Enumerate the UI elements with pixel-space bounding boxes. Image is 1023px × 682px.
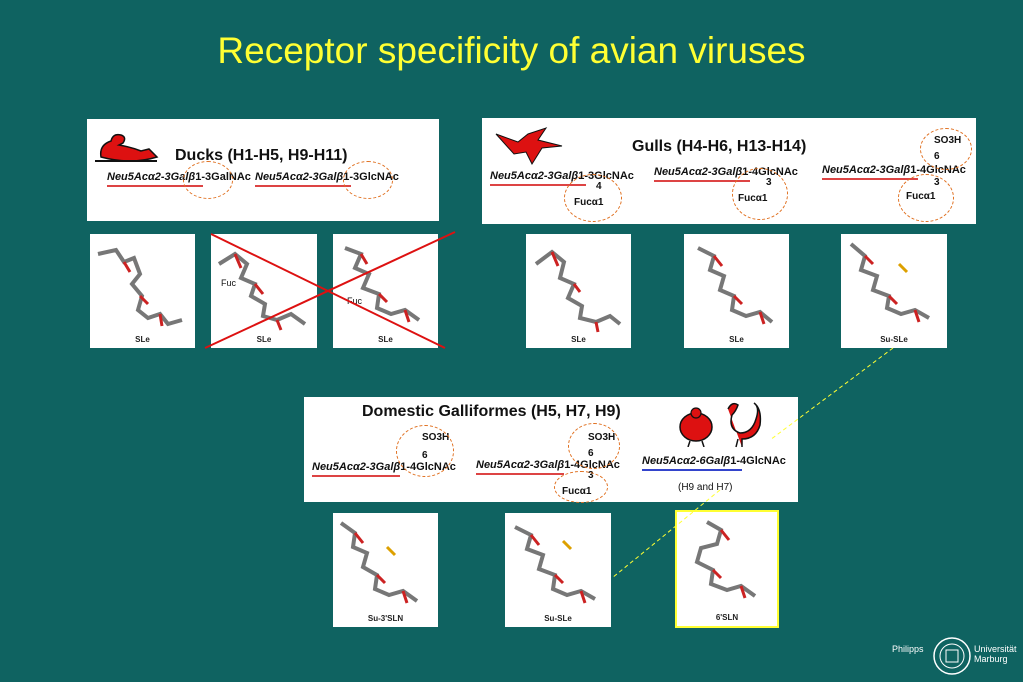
ducks-circle-2 — [343, 161, 393, 199]
gulls-circle-4 — [898, 174, 954, 222]
molecule-su-3sln: Su-3'SLN — [333, 513, 438, 627]
gal-circle-3 — [554, 471, 608, 503]
university-logo: Philipps Universität Marburg — [892, 634, 1020, 678]
molecule-structure — [217, 251, 307, 331]
gal-chem-3-link: 1-4GlcNAc — [730, 455, 786, 467]
molecule-sle-a: SLe — [90, 234, 195, 348]
gulls-circle-3 — [920, 128, 972, 170]
molecule-structure — [344, 246, 421, 323]
gal-chem-3-note: (H9 and H7) — [678, 482, 733, 493]
molecule-label: SLe — [571, 335, 586, 344]
molecule-label: SLe — [729, 335, 744, 344]
galliformes-title: Domestic Galliformes (H5, H7, H9) — [362, 403, 621, 420]
molecule-structure — [697, 246, 774, 325]
gulls-chem-1-sugar: Neu5Acα2-3Galβ — [490, 170, 579, 182]
gulls-underline-1 — [490, 184, 586, 186]
ducks-title: Ducks (H1-H5, H9-H11) — [175, 147, 348, 164]
molecule-structure — [97, 247, 183, 327]
gal-circle-1 — [396, 425, 454, 477]
ducks-circle-1 — [183, 161, 233, 199]
ducks-underline-1 — [107, 185, 203, 187]
molecule-6sln: 6'SLN — [675, 510, 779, 628]
gal-underline-2 — [476, 473, 564, 475]
seal-icon — [933, 637, 971, 675]
molecule-structure — [514, 525, 596, 604]
logo-text-left: Philipps — [892, 644, 924, 654]
ducks-chem-1-sugar: Neu5Acα2-3Galβ — [107, 171, 196, 183]
logo-text-right-1: Universität — [974, 644, 1017, 654]
logo-text-right-2: Marburg — [974, 654, 1008, 664]
molecule-structure — [339, 521, 419, 604]
molecule-structure — [694, 520, 757, 599]
gulls-chem-3-sugar: Neu5Acα2-3Galβ — [822, 164, 911, 176]
gulls-circle-1 — [564, 174, 622, 222]
gal-chem-2-sugar: Neu5Acα2-3Galβ — [476, 459, 565, 471]
molecule-structure — [849, 242, 930, 323]
molecule-label: Su-3'SLN — [367, 614, 404, 623]
gulls-title: Gulls (H4-H6, H13-H14) — [632, 138, 807, 155]
ducks-underline-2 — [255, 185, 351, 187]
gulls-circle-2 — [732, 168, 788, 220]
ducks-panel: Ducks (H1-H5, H9-H11) Neu5Acα2-3Galβ1-3G… — [87, 119, 439, 221]
molecule-sle-d: SLe — [526, 234, 631, 348]
duck-icon — [95, 133, 159, 162]
fuc-label-b: Fuc — [347, 296, 363, 306]
fuc-label-a: Fuc — [221, 278, 237, 288]
gulls-underline-3 — [822, 178, 918, 180]
gal-chem-1-sugar: Neu5Acα2-3Galβ — [312, 461, 401, 473]
galliformes-panel: Domestic Galliformes (H5, H7, H9) SO3H 6… — [304, 397, 798, 503]
gal-circle-2 — [568, 423, 620, 469]
slide-title: Receptor specificity of avian viruses — [217, 30, 806, 71]
gal-underline-1 — [312, 475, 400, 477]
molecule-su-sle-b: Su-SLe — [505, 513, 611, 627]
molecule-label: 6'SLN — [715, 613, 739, 622]
molecule-label: SLe — [135, 335, 150, 344]
gal-underline-3 — [642, 469, 742, 471]
molecule-label: Su-SLe — [880, 335, 908, 344]
molecule-sle-b: Fuc SLe — [211, 234, 317, 348]
gal-chem-3: Neu5Acα2-6Galβ1-4GlcNAc — [642, 455, 786, 467]
gull-icon — [495, 127, 563, 166]
molecule-structure — [534, 249, 622, 333]
molecule-sle-e: SLe — [684, 234, 789, 348]
gulls-chem-2-sugar: Neu5Acα2-3Galβ — [654, 166, 743, 178]
molecule-label: Su-SLe — [544, 614, 572, 623]
gulls-underline-2 — [654, 180, 750, 182]
gulls-panel: Gulls (H4-H6, H13-H14) Neu5Acα2-3Galβ1-3… — [482, 118, 976, 224]
molecule-label: SLe — [378, 335, 393, 344]
turkey-icon — [679, 407, 713, 447]
molecule-sle-c: Fuc SLe — [333, 234, 438, 348]
rooster-icon — [727, 402, 762, 448]
molecule-label: SLe — [256, 335, 272, 344]
ducks-chem-2-sugar: Neu5Acα2-3Galβ — [255, 171, 344, 183]
gal-chem-3-sugar: Neu5Acα2-6Galβ — [642, 455, 731, 467]
molecule-su-sle-a: Su-SLe — [841, 234, 947, 348]
